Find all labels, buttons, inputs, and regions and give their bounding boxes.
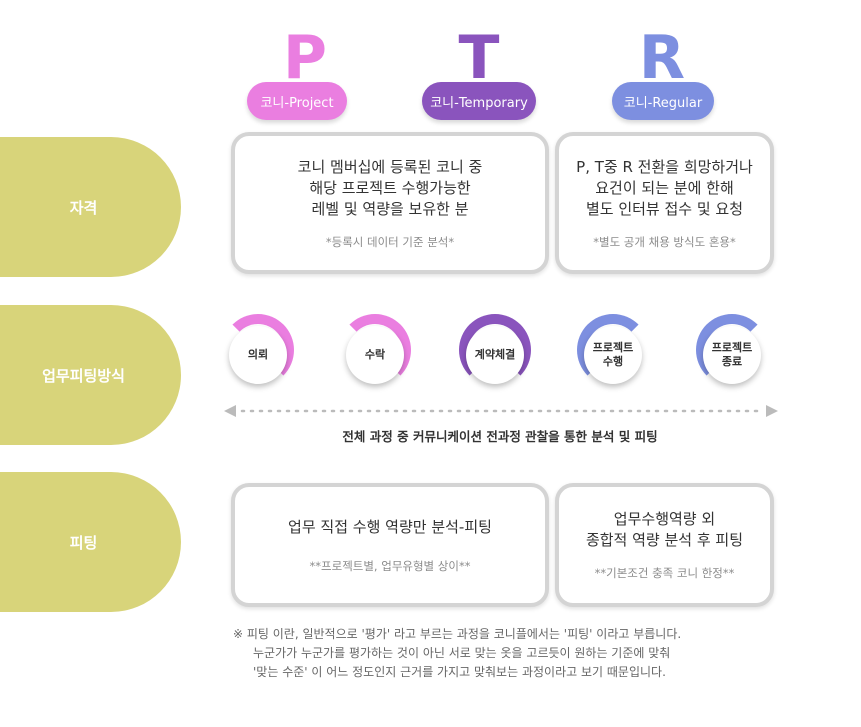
- fitting-card-project: 업무 직접 수행 역량만 분석-피팅 **프로젝트별, 업무유형별 상이**: [231, 483, 549, 607]
- step-label: 프로젝트: [592, 341, 634, 354]
- double-arrow-icon: [224, 405, 778, 417]
- section-label-method: 업무피팅방식: [42, 366, 125, 385]
- card-line: 해당 프로젝트 수행가능한: [309, 178, 471, 197]
- card-text: 업무 직접 수행 역량만 분석-피팅: [288, 517, 492, 538]
- step-arc-icon: [696, 314, 768, 386]
- step-arc-icon: [339, 314, 411, 386]
- footnote: ※ 피팅 이란, 일반적으로 '평가' 라고 부르는 과정을 코니플에서는 '피…: [233, 625, 681, 682]
- card-note: *별도 공개 채용 방식도 혼용*: [593, 234, 736, 249]
- card-line: 요건이 되는 분에 한해: [595, 178, 734, 197]
- step-contract: 계약체결: [466, 326, 524, 384]
- step-label: 계약체결: [474, 348, 516, 361]
- type-pill-project: 코니-Project: [247, 82, 347, 120]
- step-label: 종료: [721, 355, 743, 368]
- card-line: 코니 멤버십에 등록된 코니 중: [297, 157, 483, 176]
- card-note: *등록시 데이터 기준 분석*: [325, 234, 455, 249]
- step-arc-icon: [577, 314, 649, 386]
- type-pill-label: 코니-Regular: [623, 95, 703, 111]
- type-pill-label: 코니-Temporary: [430, 95, 528, 111]
- type-letter-p: P: [283, 23, 327, 93]
- card-text: 업무수행역량 외 종합적 역량 분석 후 피팅: [586, 509, 743, 551]
- step-arc-icon: [222, 314, 294, 386]
- step-project-execution: 프로젝트 수행: [584, 326, 642, 384]
- card-line: 종합적 역량 분석 후 피팅: [585, 531, 744, 549]
- step-arc-icon: [459, 314, 531, 386]
- type-pill-regular: 코니-Regular: [612, 82, 714, 120]
- card-text: 코니 멤버십에 등록된 코니 중 해당 프로젝트 수행가능한 레벨 및 역량을 …: [298, 157, 483, 220]
- section-tab-qualification: 자격: [0, 137, 181, 277]
- qualification-card-project: 코니 멤버십에 등록된 코니 중 해당 프로젝트 수행가능한 레벨 및 역량을 …: [231, 132, 549, 274]
- step-request: 의뢰: [229, 326, 287, 384]
- type-pill-label: 코니-Project: [260, 95, 334, 111]
- method-caption: 전체 과정 중 커뮤니케이션 전과정 관찰을 통한 분석 및 피팅: [342, 429, 658, 444]
- section-label-qualification: 자격: [69, 198, 98, 217]
- step-label: 의뢰: [247, 348, 269, 361]
- fitting-card-regular: 업무수행역량 외 종합적 역량 분석 후 피팅 **기본조건 충족 코니 한정*…: [555, 483, 774, 607]
- card-line: 별도 인터뷰 접수 및 요청: [585, 199, 744, 218]
- footnote-line: 누군가가 누군가를 평가하는 것이 아닌 서로 맞는 옷을 고르듯이 원하는 기…: [253, 646, 671, 660]
- type-pill-temporary: 코니-Temporary: [422, 82, 536, 120]
- section-tab-fitting: 피팅: [0, 472, 181, 612]
- step-label: 수행: [602, 355, 624, 368]
- card-line: 업무수행역량 외: [613, 510, 716, 528]
- step-label: 프로젝트: [711, 341, 753, 354]
- card-line: 업무 직접 수행 역량만 분석-피팅: [288, 517, 492, 536]
- step-accept: 수락: [346, 326, 404, 384]
- card-text: P, T중 R 전환을 희망하거나 요건이 되는 분에 한해 별도 인터뷰 접수…: [576, 157, 753, 220]
- section-label-fitting: 피팅: [69, 533, 98, 552]
- card-note: **기본조건 충족 코니 한정**: [594, 566, 735, 580]
- type-letter-t: T: [458, 23, 500, 93]
- type-letter-r: R: [638, 23, 686, 93]
- card-note: **프로젝트별, 업무유형별 상이**: [309, 558, 471, 573]
- step-label: 수락: [364, 348, 386, 361]
- footnote-line: ※ 피팅 이란, 일반적으로 '평가' 라고 부르는 과정을 코니플에서는 '피…: [233, 627, 682, 641]
- card-line: P, T중 R 전환을 희망하거나: [576, 157, 753, 176]
- step-project-end: 프로젝트 종료: [703, 326, 761, 384]
- footnote-line: '맞는 수준' 이 어느 정도인지 근거를 가지고 맞춰보는 과정이라고 보기 …: [253, 665, 666, 679]
- section-tab-method: 업무피팅방식: [0, 305, 181, 445]
- card-line: 레벨 및 역량을 보유한 분: [311, 199, 469, 218]
- qualification-card-regular: P, T중 R 전환을 희망하거나 요건이 되는 분에 한해 별도 인터뷰 접수…: [555, 132, 774, 274]
